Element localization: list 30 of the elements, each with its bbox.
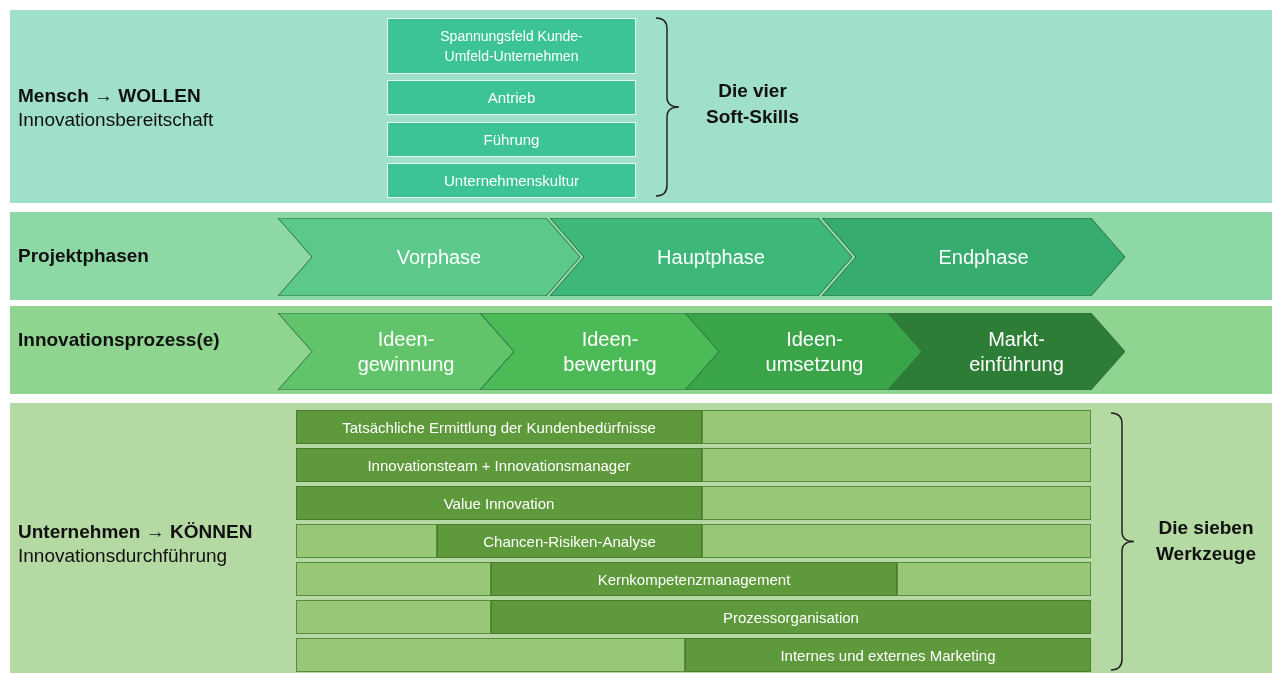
bar-segment: Internes und externes Marketing (685, 638, 1091, 672)
band-panel (10, 306, 1272, 394)
band-subheading: Innovationsbereitschaft (18, 108, 214, 132)
chevron-step: Hauptphase (550, 218, 852, 296)
soft-skill-box: Spannungsfeld Kunde-Umfeld-Unternehmen (387, 18, 636, 74)
chevron-step: Ideen- gewinnung (278, 313, 514, 390)
bar-segment: Kernkompetenzmanagement (491, 562, 897, 596)
band-heading: Innovationsprozess(e) (18, 328, 220, 352)
bar-segment: Chancen-Risiken-Analyse (437, 524, 702, 558)
bar-segment: Prozessorganisation (491, 600, 1091, 634)
chevron-step: Markt- einführung (888, 313, 1125, 390)
chevron-step: Ideen- bewertung (480, 313, 720, 390)
band-panel (10, 10, 1272, 203)
soft-skill-box: Unternehmenskultur (387, 163, 636, 198)
brace-label: Die vier Soft-Skills (705, 79, 800, 129)
band-panel (10, 403, 1272, 673)
soft-skill-box: Führung (387, 122, 636, 157)
bar-segment: Value Innovation (296, 486, 702, 520)
soft-skill-box: Antrieb (387, 80, 636, 115)
band-heading: Mensch → WOLLEN (18, 84, 202, 108)
chevron-step: Ideen- umsetzung (685, 313, 924, 390)
chevron-step: Vorphase (278, 218, 580, 296)
chevron-step: Endphase (822, 218, 1125, 296)
bar-segment: Tatsächliche Ermittlung der Kundenbedürfnisse (296, 410, 702, 444)
brace-label: Die sieben Werkzeuge (1155, 516, 1257, 566)
band-panel (10, 212, 1272, 300)
bar-segment: Innovationsteam + Innovationsmanager (296, 448, 702, 482)
band-heading: Unternehmen → KÖNNEN (18, 520, 253, 544)
band-heading: Projektphasen (18, 244, 149, 268)
band-subheading: Innovationsdurchführung (18, 544, 229, 568)
